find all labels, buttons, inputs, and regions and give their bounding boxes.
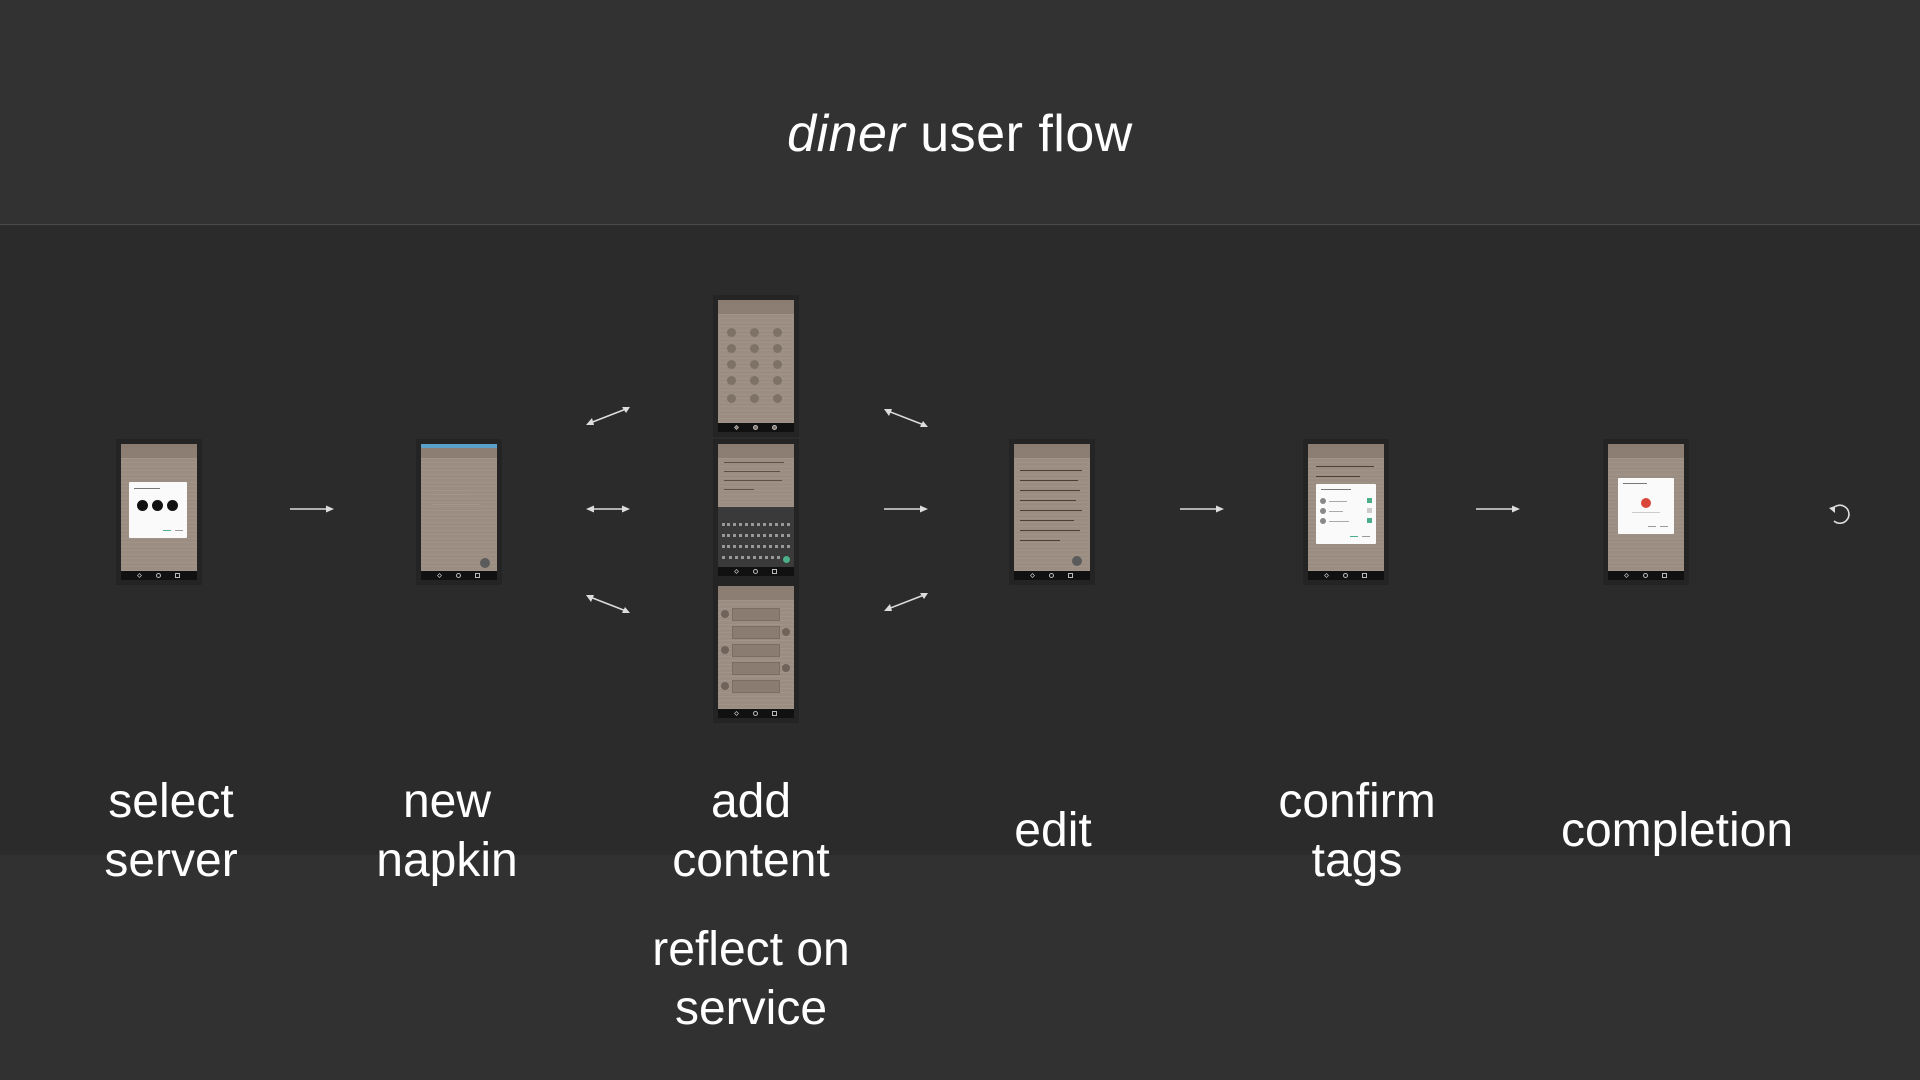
label-line: add: [710, 775, 792, 828]
play-fab: [1072, 556, 1082, 566]
label-line: edit: [1014, 804, 1092, 857]
label-line: tags: [1311, 834, 1403, 887]
select-server-dialog: [129, 482, 187, 538]
label-line: content: [672, 834, 830, 887]
title-italic: diner: [787, 105, 906, 163]
label-select-server: select server: [11, 772, 331, 890]
keyboard: [718, 507, 794, 567]
label-completion: completion: [1517, 801, 1837, 860]
label-new-napkin: new napkin: [287, 772, 607, 890]
tags-dialog: [1316, 484, 1376, 544]
phone-confirm-tags: [1308, 444, 1384, 580]
label-line: confirm: [1278, 775, 1436, 828]
lower-band: [0, 855, 1920, 1080]
label-confirm-tags: confirm tags: [1197, 772, 1517, 890]
phone-completion: [1608, 444, 1684, 580]
phone-select-server: [121, 444, 197, 580]
phone-add-content-grid: [718, 300, 794, 432]
page-title: diner user flow: [0, 104, 1920, 164]
label-line: napkin: [376, 834, 518, 887]
label-edit: edit: [893, 801, 1213, 860]
refresh-icon: [1829, 504, 1850, 524]
arrow-right-icon: [1180, 505, 1224, 513]
arrow-right-icon: [1476, 505, 1520, 513]
label-line: new: [402, 775, 492, 828]
label-line: service: [674, 982, 828, 1035]
label-line: server: [104, 834, 238, 887]
label-line: reflect on: [652, 923, 850, 976]
arrow-right-icon: [884, 505, 928, 513]
header-band: diner user flow: [0, 0, 1920, 225]
title-rest: user flow: [905, 105, 1133, 163]
label-line: completion: [1560, 804, 1794, 857]
double-arrow-icon: [884, 593, 928, 611]
arrow-right-icon: [290, 505, 334, 513]
phone-edit: [1014, 444, 1090, 580]
label-add-content: add content: [591, 772, 911, 890]
double-arrow-icon: [586, 595, 630, 613]
phone-new-napkin: [421, 444, 497, 580]
double-arrow-icon: [884, 409, 928, 427]
phone-add-content-keyboard: [718, 444, 794, 576]
double-arrow-icon: [586, 505, 630, 513]
label-reflect-on-service: reflect on service: [591, 920, 911, 1038]
add-fab: [480, 558, 490, 568]
phone-add-content-list: [718, 586, 794, 718]
submitted-dialog: [1618, 478, 1674, 534]
double-arrow-icon: [586, 407, 630, 425]
label-line: select: [108, 775, 234, 828]
